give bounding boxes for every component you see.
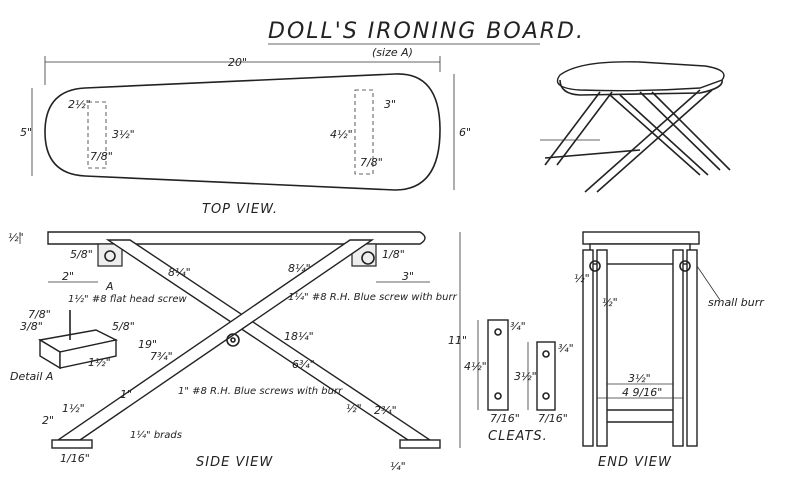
- dim-half-top: ½": [8, 231, 24, 244]
- note-rh-blue-center: 1" #8 R.H. Blue screws with burr: [178, 386, 343, 397]
- dim-7-16-a: 7/16": [490, 412, 520, 425]
- dim-detail-7-8: 7/8": [28, 308, 51, 321]
- cleats: 4½" 3½" 7/16" 7/16" ¾" ¾" CLEATS.: [464, 319, 574, 444]
- dim-4-half-cleat: 4½": [464, 360, 487, 373]
- dim-end-4-9-16: 4 9/16": [622, 386, 662, 399]
- dim-6-3-4: 6¾": [292, 358, 315, 371]
- dim-3-half-cleat: 3½": [514, 370, 537, 383]
- dim-detail-3-8: 3/8": [20, 320, 43, 333]
- label-side-view: SIDE VIEW: [196, 455, 273, 470]
- drawing-title: DOLL'S IRONING BOARD.: [268, 19, 585, 44]
- dim-width-end: 5": [20, 126, 32, 139]
- dim-8-quarter-b: 8¼": [288, 262, 311, 275]
- dim-width-wide: 6": [459, 126, 471, 139]
- note-small-burr: small burr: [708, 296, 765, 309]
- dim-3-right: 3": [402, 270, 414, 283]
- label-cleats: CLEATS.: [488, 429, 548, 444]
- dim-end-3-half: 3½": [628, 372, 651, 385]
- dim-end-half-b: ½": [602, 296, 618, 309]
- note-brads: 1¼" brads: [130, 429, 182, 441]
- dim-19: 19": [138, 338, 157, 351]
- dim-1-left: 1": [120, 388, 132, 401]
- note-flat-head: 1½" #8 flat head screw: [68, 293, 188, 305]
- perspective-sketch: [540, 61, 731, 193]
- dim-detail-1-half: 1½": [88, 356, 111, 369]
- dim-2-left: 2": [42, 414, 54, 427]
- label-end-view: END VIEW: [598, 455, 672, 470]
- dim-1-half-side: 1½": [62, 402, 85, 415]
- dim-7-16-b: 7/16": [538, 412, 568, 425]
- dim-1-8: 1/8": [382, 248, 405, 261]
- dim-7-8b: 7/8": [360, 156, 383, 169]
- dim-quarter: ¼": [390, 460, 406, 473]
- dim-8-quarter-a: 8¼": [168, 266, 191, 279]
- dim-2: 2": [62, 270, 74, 283]
- dim-18-quarter: 18¼": [284, 330, 314, 343]
- label-detail-a: Detail A: [10, 370, 53, 383]
- dim-7-3-4: 7¾": [150, 350, 173, 363]
- dim-5-8: 5/8": [70, 248, 93, 261]
- end-view: 3½" 4 9/16" ½" ½" small burr END VIEW: [574, 231, 765, 470]
- dim-2-3-4: 2¾": [374, 404, 397, 417]
- side-view: ½" 5/8" 2" A 8¼" 8¼" 3" 1/8" 19" 7¾" 18¼…: [8, 231, 467, 473]
- dim-half-bot: ½": [346, 402, 362, 415]
- dim-4-half: 4½": [330, 128, 353, 141]
- dim-3-half: 3½": [112, 128, 135, 141]
- dim-detail-5-8: 5/8": [112, 320, 135, 333]
- dim-1-16: 1/16": [60, 452, 90, 465]
- dim-3-4b: ¾": [558, 342, 574, 355]
- dim-7-8: 7/8": [90, 150, 113, 163]
- dim-11: 11": [448, 334, 467, 347]
- dim-3-4: ¾": [510, 320, 526, 333]
- note-rh-blue-burr: 1¼" #8 R.H. Blue screw with burr: [288, 291, 458, 303]
- drawing-subtitle: (size A): [372, 46, 413, 59]
- top-view: 20" 5" 6" 2½" 3½" 7/8" 4½" 3" 7/8" TOP V…: [20, 56, 471, 217]
- dim-length: 20": [228, 56, 247, 69]
- label-top-view: TOP VIEW.: [202, 202, 278, 217]
- dim-3: 3": [384, 98, 396, 111]
- label-a: A: [105, 280, 114, 293]
- detail-a: 3/8" 7/8" 5/8" 1½" Detail A: [10, 308, 135, 383]
- dim-end-half-a: ½": [574, 272, 590, 285]
- dim-2-half: 2½": [68, 98, 91, 111]
